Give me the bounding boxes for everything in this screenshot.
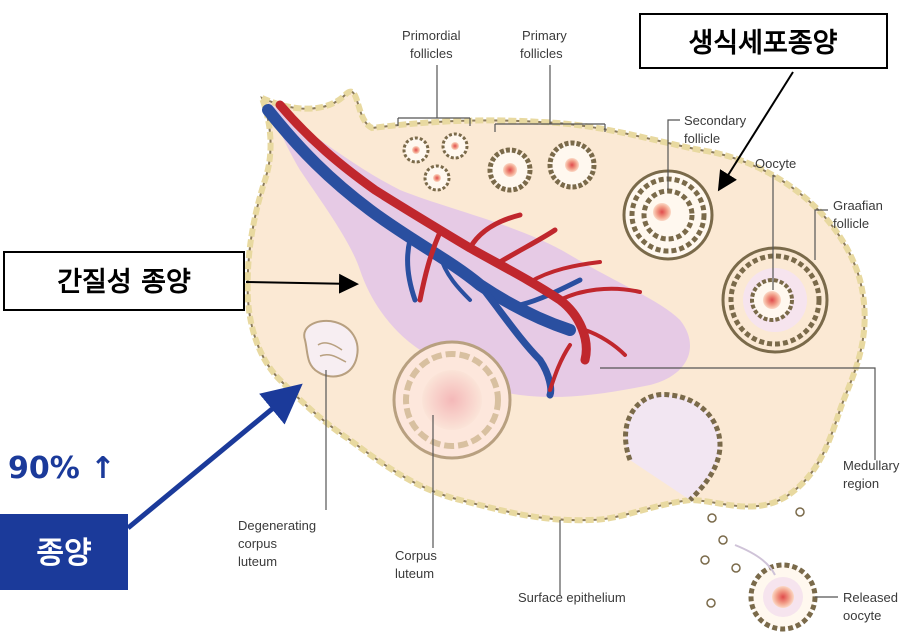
corpus-luteum <box>394 342 510 458</box>
secondary-label-2: follicle <box>684 131 720 146</box>
graafian-follicle <box>723 248 827 352</box>
medullary-label-1: Medullary <box>843 458 900 473</box>
secondary-label-1: Secondary <box>684 113 747 128</box>
oocyte-label: Oocyte <box>755 156 796 171</box>
degen-label-3: luteum <box>238 554 277 569</box>
graafian-label-1: Graafian <box>833 198 883 213</box>
primordial-label-2: follicles <box>410 46 453 61</box>
tumor-text: 종양 <box>36 536 91 571</box>
primordial-label-1: Primordial <box>402 28 461 43</box>
medullary-label-2: region <box>843 476 879 491</box>
degen-label-2: corpus <box>238 536 278 551</box>
corpus-label-1: Corpus <box>395 548 437 563</box>
percent-text: 90% ↑ <box>8 451 115 486</box>
primary-label-1: Primary <box>522 28 567 43</box>
released-label-1: Released <box>843 590 898 605</box>
released-oocyte <box>701 508 815 629</box>
germ-cell-tumor-text: 생식세포종양 <box>688 28 837 59</box>
corpus-label-2: luteum <box>395 566 434 581</box>
primary-label-2: follicles <box>520 46 563 61</box>
released-label-2: oocyte <box>843 608 881 623</box>
surface-label: Surface epithelium <box>518 590 626 605</box>
stromal-tumor-text: 간질성 종양 <box>57 267 191 298</box>
graafian-label-2: follicle <box>833 216 869 231</box>
degen-label-1: Degenerating <box>238 518 316 533</box>
degenerating-corpus-luteum <box>304 321 357 377</box>
